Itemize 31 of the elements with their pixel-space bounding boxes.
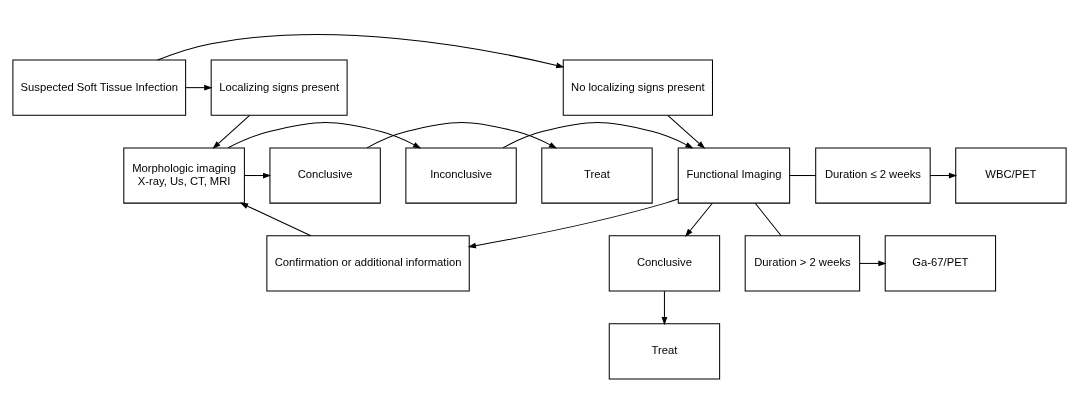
arrow [859,260,887,267]
node-box: Treat [608,323,721,380]
connector [789,175,816,177]
node-box: Functional Imaging [677,147,791,204]
node-box: WBC/PET [955,147,1067,204]
arrow [243,172,272,179]
node-box: Confirmation or additional information [266,235,470,292]
node-box: Conclusive [269,147,381,204]
connector [754,202,782,237]
arrow [239,202,312,237]
arrow [467,198,679,249]
arrow [366,122,558,149]
arrow [667,114,706,149]
arrow [661,290,668,326]
node-box: Localizing signs present [210,59,348,116]
node-box: Treat [541,147,653,204]
arrow [212,114,251,149]
node-box: No localizing signs present [562,59,713,116]
node-box: Suspected Soft Tissue Infection [12,59,187,116]
arrow [685,202,713,237]
node-box: Conclusive [608,235,721,292]
arrow [502,122,694,149]
node-box: Duration ≤ 2 weeks [815,147,931,204]
node-box: Duration > 2 weeks [744,235,861,292]
arrow [157,34,565,69]
node-box: Ga-67/PET [884,235,997,292]
arrow [929,172,958,179]
arrow [227,122,422,149]
node-box: Morphologic imaging X-ray, Us, CT, MRI [123,147,245,204]
arrow [185,84,213,91]
node-box: Inconclusive [405,147,517,204]
